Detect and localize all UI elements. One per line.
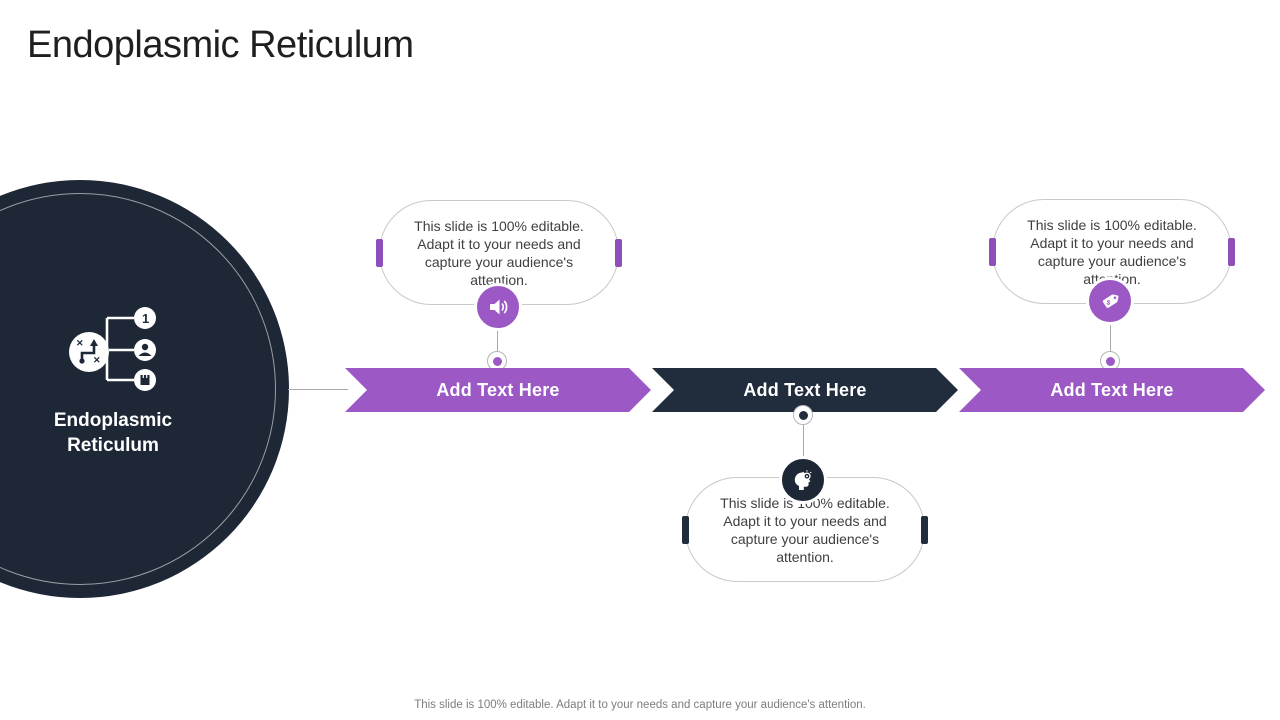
step-arrow-label[interactable]: Add Text Here	[1050, 379, 1174, 400]
connector-node-dot	[1105, 356, 1115, 366]
step-arrow-label[interactable]: Add Text Here	[743, 379, 867, 400]
svg-text:$: $	[1106, 299, 1111, 307]
callout-text[interactable]: This slide is 100% editable. Adapt it to…	[720, 494, 890, 565]
callout-accent-bar	[989, 237, 996, 266]
step-arrow-1[interactable]: Add Text Here	[345, 368, 651, 412]
connector-node-dot	[492, 356, 502, 366]
svg-text:✕: ✕	[93, 355, 101, 365]
step-arrow-3[interactable]: Add Text Here	[959, 368, 1265, 412]
callout-accent-bar	[682, 515, 689, 544]
step-arrow-label[interactable]: Add Text Here	[436, 379, 560, 400]
callout-accent-bar	[376, 238, 383, 267]
svg-text:1: 1	[142, 311, 149, 326]
strategy-hierarchy-icon: ✕ ✕ 1	[69, 307, 156, 391]
svg-text:✕: ✕	[76, 338, 84, 348]
connector-node-dot	[798, 410, 808, 420]
callout-accent-bar	[921, 515, 928, 544]
callout-accent-bar	[615, 238, 622, 267]
callout-text[interactable]: This slide is 100% editable. Adapt it to…	[414, 217, 584, 288]
price-tag-icon: $	[1086, 277, 1134, 325]
footer-note: This slide is 100% editable. Adapt it to…	[414, 699, 866, 711]
connector-line	[803, 412, 804, 460]
page-title[interactable]: Endoplasmic Reticulum	[27, 24, 414, 66]
speaker-icon	[474, 283, 522, 331]
step-arrow-2[interactable]: Add Text Here	[652, 368, 958, 412]
callout-accent-bar	[1228, 237, 1235, 266]
connector-node	[793, 405, 813, 425]
connector-line	[497, 326, 498, 370]
callout-text[interactable]: This slide is 100% editable. Adapt it to…	[1027, 216, 1197, 287]
connector-line	[1110, 320, 1111, 370]
hub-label[interactable]: Endoplasmic Reticulum	[53, 410, 173, 456]
idea-head-icon	[779, 456, 827, 504]
hub-connector-line	[288, 389, 348, 390]
